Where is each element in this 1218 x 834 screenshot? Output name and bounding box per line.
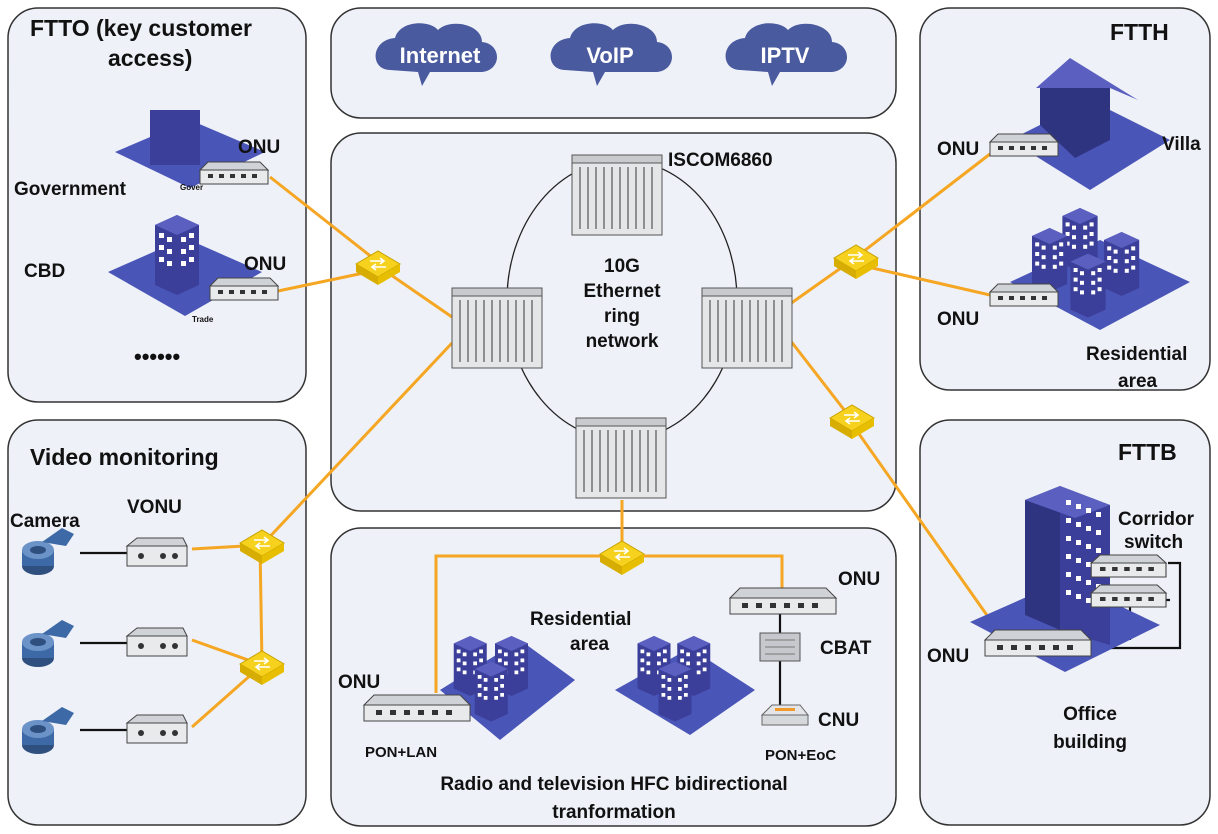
onu-government-icon — [199, 161, 269, 185]
hfc-title-line2: tranformation — [552, 802, 676, 823]
ring-line1: 10G — [604, 256, 640, 277]
hfc-title-line1: Radio and television HFC bidirectional — [440, 774, 787, 795]
onu-cbd-icon — [209, 277, 279, 301]
video-title: Video monitoring — [30, 444, 219, 470]
service-internet: Internet — [400, 43, 481, 68]
ring-line3: ring — [604, 306, 640, 327]
ftth-res-line1: Residential — [1086, 344, 1187, 365]
corridor-line1: Corridor — [1118, 509, 1195, 530]
ring-panel — [330, 132, 897, 512]
vonu-3-icon — [126, 714, 188, 744]
ftth-onu2-label: ONU — [937, 309, 979, 330]
pon-eoc-label: PON+EoC — [765, 747, 836, 764]
ftto-title-line1: FTTO (key customer — [30, 15, 252, 41]
ftth-title: FTTH — [1110, 19, 1169, 45]
corridor-switch-2-icon — [1090, 584, 1167, 608]
chassis-left-icon — [451, 287, 543, 369]
ring-title: ISCOM6860 — [668, 150, 773, 171]
vonu-label: VONU — [127, 497, 182, 518]
corridor-line2: switch — [1124, 532, 1183, 553]
cbd-label: CBD — [24, 261, 65, 282]
ftto-title-line2: access) — [108, 45, 192, 71]
pon-lan-label: PON+LAN — [365, 744, 437, 761]
fttb-onu-label: ONU — [927, 646, 969, 667]
trade-sign: Trade — [192, 315, 214, 324]
ftto-more: •••••• — [134, 344, 180, 369]
government-building-icon — [150, 110, 200, 165]
ftto-onu1-label: ONU — [238, 137, 280, 158]
office-line1: Office — [1063, 704, 1117, 725]
office-line2: building — [1053, 732, 1127, 753]
cbd-building-icon — [155, 215, 199, 295]
government-label: Government — [14, 179, 127, 200]
onu-fttb-icon — [984, 629, 1092, 657]
hfc-res-line1: Residential — [530, 609, 631, 630]
ring-line2: Ethernet — [583, 281, 661, 302]
hfc-onu1-label: ONU — [338, 672, 380, 693]
ring-line4: network — [586, 331, 659, 352]
ftth-res-line2: area — [1118, 371, 1158, 392]
chassis-right-icon — [701, 287, 793, 369]
vonu-1-icon — [126, 537, 188, 567]
onu-hfc-left-icon — [363, 694, 471, 722]
onu-hfc-right-icon — [729, 587, 837, 615]
service-voip: VoIP — [586, 43, 633, 68]
gov-sign: Gover — [180, 183, 203, 192]
cnu-label: CNU — [818, 710, 859, 731]
cbat-label: CBAT — [820, 638, 872, 659]
chassis-bottom-icon — [575, 417, 667, 499]
video-panel — [7, 419, 307, 826]
vonu-2-icon — [126, 627, 188, 657]
cnu-device-icon — [760, 704, 810, 726]
ftto-onu2-label: ONU — [244, 254, 286, 275]
ftth-onu1-label: ONU — [937, 139, 979, 160]
onu-villa-icon — [989, 133, 1059, 157]
cbat-device-icon — [759, 632, 801, 662]
hfc-onu2-label: ONU — [838, 569, 880, 590]
hfc-res-line2: area — [570, 634, 610, 655]
fttb-title: FTTB — [1118, 439, 1177, 465]
corridor-switch-1-icon — [1090, 554, 1167, 578]
villa-label: Villa — [1162, 134, 1201, 155]
service-iptv: IPTV — [761, 43, 810, 68]
onu-ftth-residential-icon — [989, 283, 1059, 307]
chassis-top-icon — [571, 154, 663, 236]
camera-label: Camera — [10, 511, 80, 532]
